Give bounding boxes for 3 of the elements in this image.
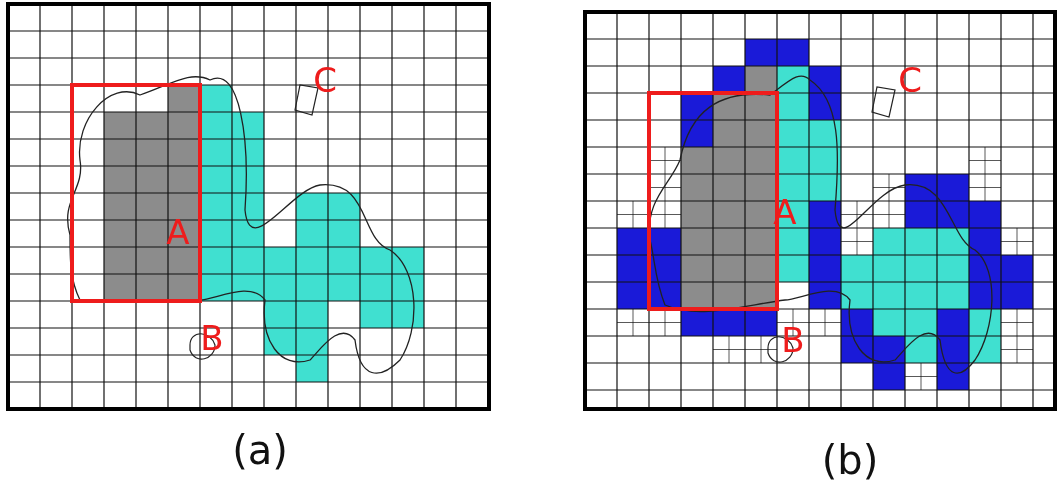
panel-caption: (b)	[821, 440, 879, 480]
region-label: B	[781, 323, 805, 357]
panel-caption: (a)	[232, 430, 288, 470]
